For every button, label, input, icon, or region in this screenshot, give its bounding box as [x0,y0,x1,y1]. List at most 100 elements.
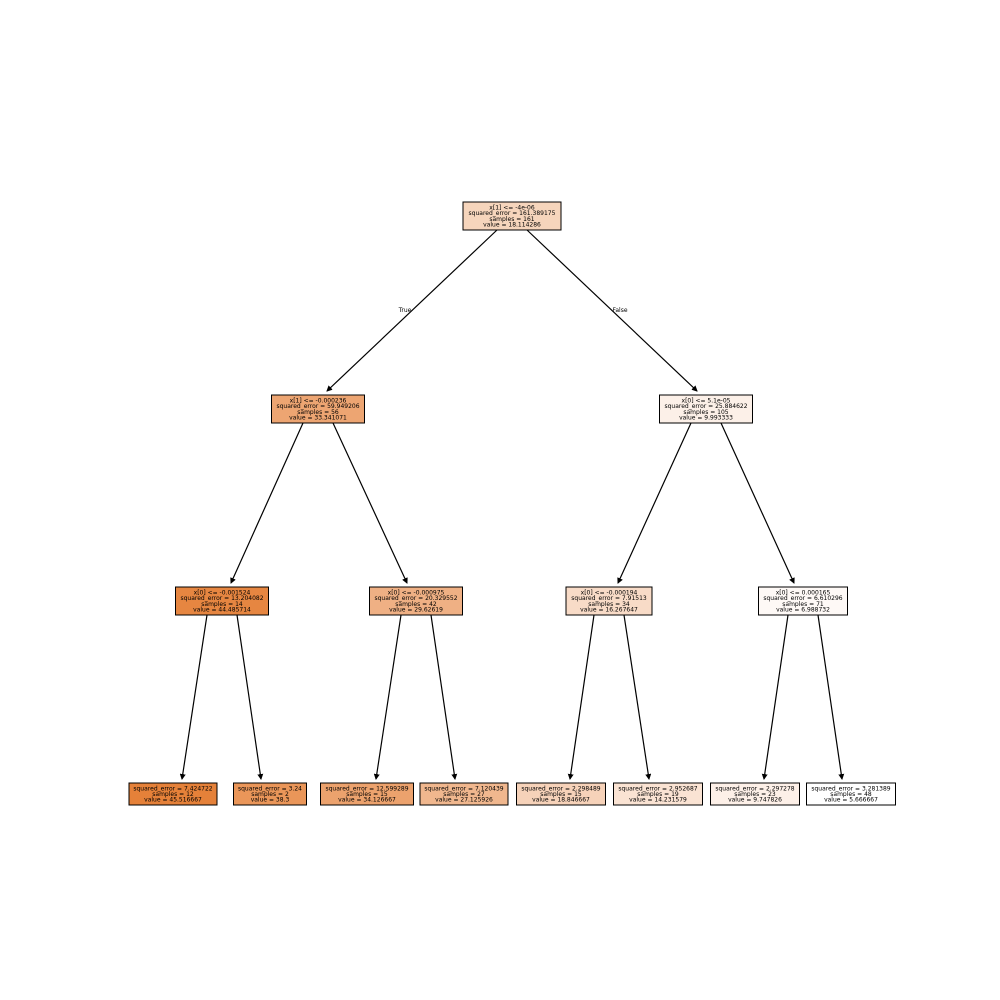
node-text-line: squared_error = 7.120439 [424,785,503,792]
node-text-line: value = 45.516667 [144,797,202,804]
node-box [419,782,509,806]
node-text-line: samples = 12 [152,791,194,798]
node-text-line: value = 29.62619 [389,606,443,613]
node-text-line: samples = 105 [683,409,728,416]
node-text-line: squared_error = 13.204082 [180,595,263,602]
node-text-line: samples = 2 [251,791,289,798]
edge-n6-n14 [817,614,845,780]
edge-n0-n1 [326,229,498,392]
node-text-line: samples = 23 [734,791,776,798]
node-text-line: squared_error = 2.298489 [521,785,600,792]
node-text-line: value = 38.3 [251,797,290,804]
node-text-line: squared_error = 12.599289 [325,785,408,792]
edge-n0-n2 [526,229,698,392]
node-text-line: value = 5.666667 [824,797,878,804]
node-text-line: samples = 34 [588,601,630,608]
node-text-line: samples = 56 [297,409,339,416]
node-text-line: samples = 27 [443,791,485,798]
edge-n1-n4 [332,422,408,584]
node-box [233,782,307,806]
node-text-line: samples = 48 [830,791,872,798]
branch-label-true: True [398,307,412,314]
edge-n3-n8 [236,614,264,780]
branch-labels-layer: True False [398,307,628,314]
node-text-line: samples = 42 [395,601,437,608]
edge-n3-n7 [179,614,208,780]
node-box [462,201,562,231]
node-text-line: value = 9.747826 [728,797,782,804]
node-text-line: value = 16.267647 [580,606,638,613]
node-text-line: squared_error = 7.91513 [571,595,647,602]
edge-n4-n9 [373,614,402,780]
edge-n6-n13 [761,614,789,780]
node-box [613,782,703,806]
edge-n1-n3 [230,422,304,584]
edge-n5-n12 [623,614,652,780]
node-text-line: value = 9.993333 [679,414,733,421]
node-box [271,394,365,424]
node-text-line: squared_error = 25.884622 [664,403,747,410]
node-box [320,782,414,806]
node-box [565,586,653,616]
node-text-line: squared_error = 3.24 [238,785,302,792]
node-text-line: squared_error = 20.329552 [374,595,457,602]
node-text-line: squared_error = 161.389175 [469,210,556,217]
node-text-line: squared_error = 59.949206 [276,403,359,410]
node-text-line: value = 18.846667 [532,797,590,804]
node-text-line: value = 33.341071 [289,414,347,421]
node-text-line: x[0] <= -0.001524 [194,590,251,597]
node-text-line: x[0] <= 0.000165 [776,590,831,597]
node-text-line: x[0] <= -0.000194 [581,590,638,597]
node-box [516,782,606,806]
edges-layer [179,229,845,780]
node-text-line: samples = 71 [782,601,824,608]
branch-label-false: False [612,307,627,314]
edge-n4-n10 [430,614,458,780]
node-box [128,782,218,806]
node-box [710,782,800,806]
node-text-line: x[1] <= -4e-06 [489,205,535,212]
node-box [806,782,896,806]
node-text-line: samples = 15 [540,791,582,798]
node-text-line: squared_error = 2.297278 [715,785,794,792]
node-box [659,394,753,424]
node-text-line: x[0] <= 5.1e-05 [682,398,731,405]
edge-n2-n6 [720,422,795,584]
node-text-line: x[0] <= -0.000975 [388,590,445,597]
node-text-line: samples = 14 [201,601,243,608]
node-text-line: squared_error = 2.952687 [618,785,697,792]
node-text-line: samples = 15 [346,791,388,798]
node-text-line: samples = 161 [489,216,534,223]
node-text-line: value = 18.114286 [483,221,541,228]
edge-n2-n5 [617,422,692,584]
node-box [758,586,848,616]
node-text-line: squared_error = 6.610296 [763,595,842,602]
node-text-line: squared_error = 7.424722 [133,785,212,792]
node-box [175,586,269,616]
node-text-line: value = 27.125926 [435,797,493,804]
node-text-line: value = 44.485714 [193,606,251,613]
node-text-line: value = 34.126667 [338,797,396,804]
node-text-line: x[1] <= -0.000236 [290,398,347,405]
node-text-line: samples = 19 [637,791,679,798]
node-text-line: value = 14.231579 [629,797,687,804]
edge-n5-n11 [567,614,595,780]
node-text-line: squared_error = 3.281389 [811,785,890,792]
